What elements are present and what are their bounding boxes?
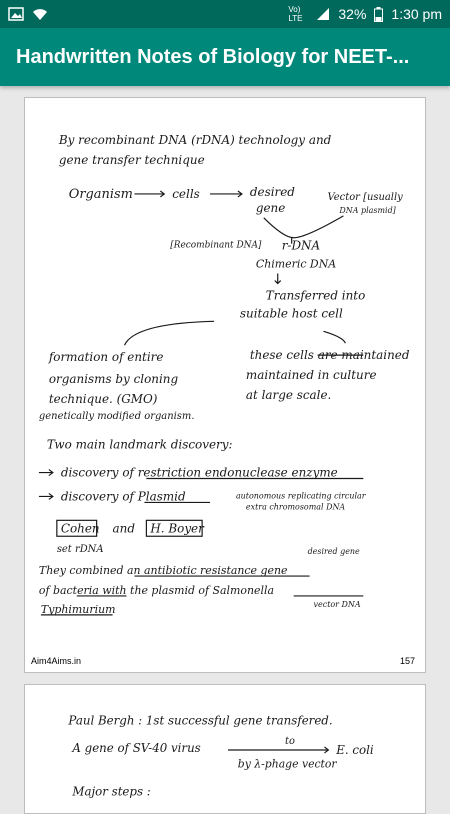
signal-icon	[317, 8, 330, 20]
note-line: discovery of restriction endonuclease en…	[61, 466, 338, 480]
arrow	[38, 492, 54, 500]
note-line: gene	[256, 201, 285, 215]
gallery-icon	[8, 7, 24, 21]
note-line: by λ-phage vector	[238, 758, 338, 771]
note-line: [Recombinant DNA]	[170, 241, 262, 251]
split-curve	[123, 320, 346, 346]
merge-curve	[263, 215, 344, 239]
note-line: Typhimurium	[41, 603, 116, 616]
note-line: Chimeric DNA	[256, 258, 336, 271]
note-line: formation of entire	[48, 350, 164, 364]
app-title: Handwritten Notes of Biology for NEET-..…	[16, 45, 410, 68]
note-line: set rDNA	[57, 544, 104, 555]
arrow	[274, 273, 282, 285]
note-line: H. Boyer	[149, 521, 205, 535]
status-bar: Vo) LTE 32% 1:30 pm	[0, 0, 450, 28]
clock: 1:30 pm	[391, 6, 442, 22]
box-boyer	[145, 519, 203, 537]
note-line: of bacteria with the plasmid of Salmonel…	[39, 584, 274, 597]
note-line: desired	[250, 185, 295, 199]
note-line: Paul Bergh : 1st successful gene transfe…	[67, 713, 332, 727]
note-line: maintained in culture	[246, 368, 377, 382]
note-line: technique. (GMO)	[49, 392, 158, 406]
status-left	[8, 7, 48, 21]
network-indicator: Vo) LTE	[288, 5, 303, 23]
note-line: r-DNA	[282, 239, 321, 253]
note-page-2[interactable]: Paul Bergh : 1st successful gene transfe…	[24, 684, 426, 814]
note-line: Organism	[69, 187, 133, 202]
note-line: Transferred into	[266, 288, 366, 302]
arrow	[227, 746, 330, 754]
handwritten-notes-2: Paul Bergh : 1st successful gene transfe…	[67, 713, 374, 798]
arrow	[210, 190, 243, 198]
note-line: suitable host cell	[240, 306, 343, 320]
note-line: vector DNA	[314, 600, 361, 609]
note-line: Major steps :	[71, 784, 150, 798]
status-right: Vo) LTE 32% 1:30 pm	[288, 5, 442, 23]
note-line: Two main landmark discovery:	[47, 438, 233, 452]
note-line: Vector [usually	[327, 192, 403, 203]
page-number: 157	[399, 656, 415, 666]
note-line: By recombinant DNA (rDNA) technology and	[58, 133, 332, 147]
note-line: gene transfer technique	[59, 153, 205, 167]
note-line: autonomous replicating circular	[236, 491, 367, 500]
note-line: Cohen	[61, 521, 100, 535]
note-line: to	[285, 736, 295, 747]
box-cohen	[56, 519, 98, 537]
handwritten-notes-1: By recombinant DNA (rDNA) technology and…	[38, 133, 410, 616]
note-line: DNA plasmid]	[338, 206, 396, 215]
arrow	[134, 190, 166, 198]
note-line: at large scale.	[246, 388, 331, 402]
battery-icon	[374, 6, 384, 22]
battery-percent: 32%	[338, 6, 367, 22]
note-line: E. coli	[335, 743, 374, 757]
note-line: They combined an antibiotic resistance g…	[39, 564, 288, 577]
note-line: organisms by cloning	[49, 372, 179, 386]
note-line: A gene of SV-40 virus	[71, 741, 200, 755]
app-bar: Handwritten Notes of Biology for NEET-..…	[0, 28, 450, 86]
note-page-1[interactable]: By recombinant DNA (rDNA) technology and…	[24, 97, 426, 673]
wifi-icon	[33, 9, 47, 20]
note-line: genetically modified organism.	[39, 411, 195, 422]
note-line: desired gene	[308, 547, 360, 556]
note-line: cells	[172, 187, 200, 201]
footer-source: Aim4Aims.in	[31, 656, 82, 666]
note-line: extra chromosomal DNA	[246, 502, 346, 511]
arrow	[38, 469, 54, 477]
note-line: discovery of Plasmid	[61, 489, 186, 503]
underline	[40, 477, 364, 616]
note-line: and	[113, 521, 136, 535]
